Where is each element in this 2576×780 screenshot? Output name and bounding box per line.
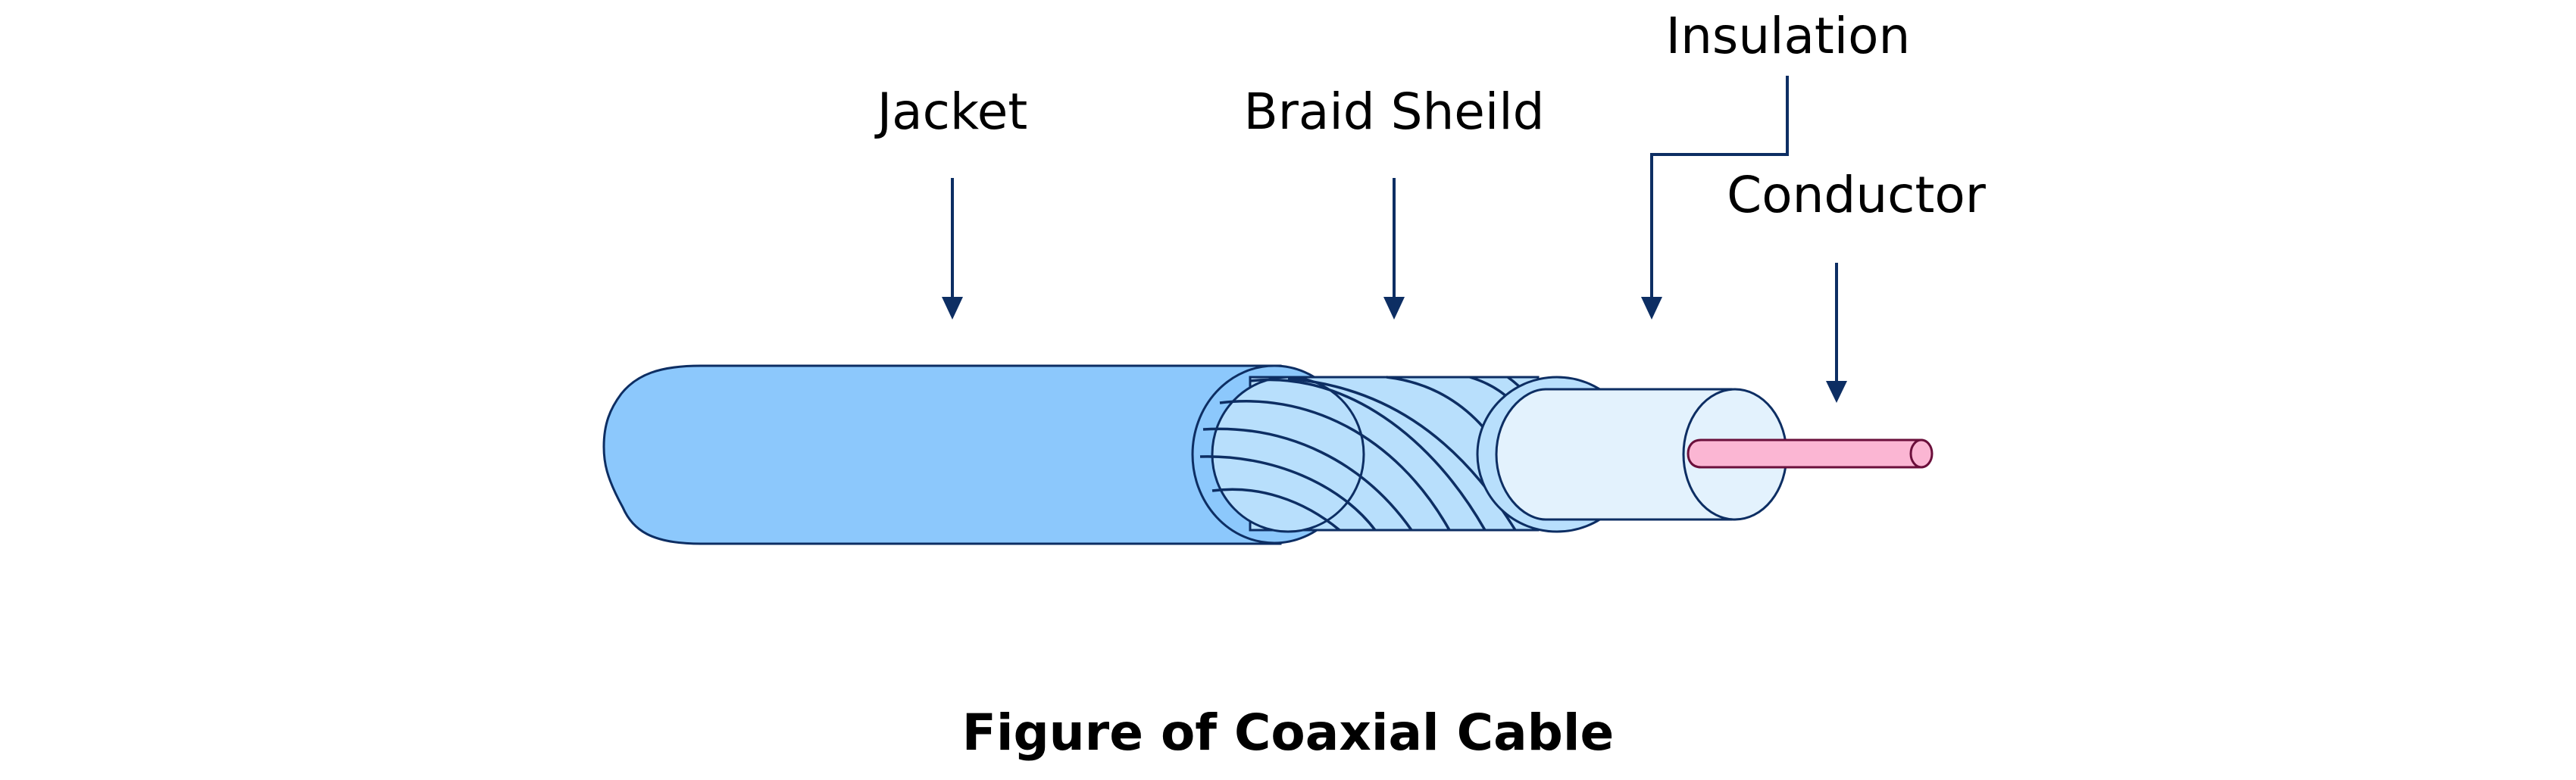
jacket-arrowhead [942, 297, 963, 320]
jacket-label: Jacket [874, 83, 1028, 141]
insulation-label: Insulation [1666, 7, 1911, 65]
insulation-arrow [1641, 76, 1789, 320]
braid-shield-arrowhead [1383, 297, 1405, 320]
conductor-arrow [1826, 263, 1847, 403]
jacket-body [602, 364, 1282, 545]
conductor [1687, 438, 1934, 469]
conductor-arrowhead [1826, 381, 1847, 403]
braid-shield-label: Braid Sheild [1244, 83, 1545, 141]
braid-shield-arrow [1383, 178, 1405, 320]
conductor-end-face [1909, 438, 1934, 469]
jacket-arrow [942, 178, 963, 320]
figure-title: Figure of Coaxial Cable [962, 704, 1615, 762]
insulation-arrowhead [1641, 297, 1662, 320]
insulation-body [1495, 388, 1733, 521]
conductor-body [1687, 438, 1923, 469]
conductor-label: Conductor [1727, 166, 1987, 224]
